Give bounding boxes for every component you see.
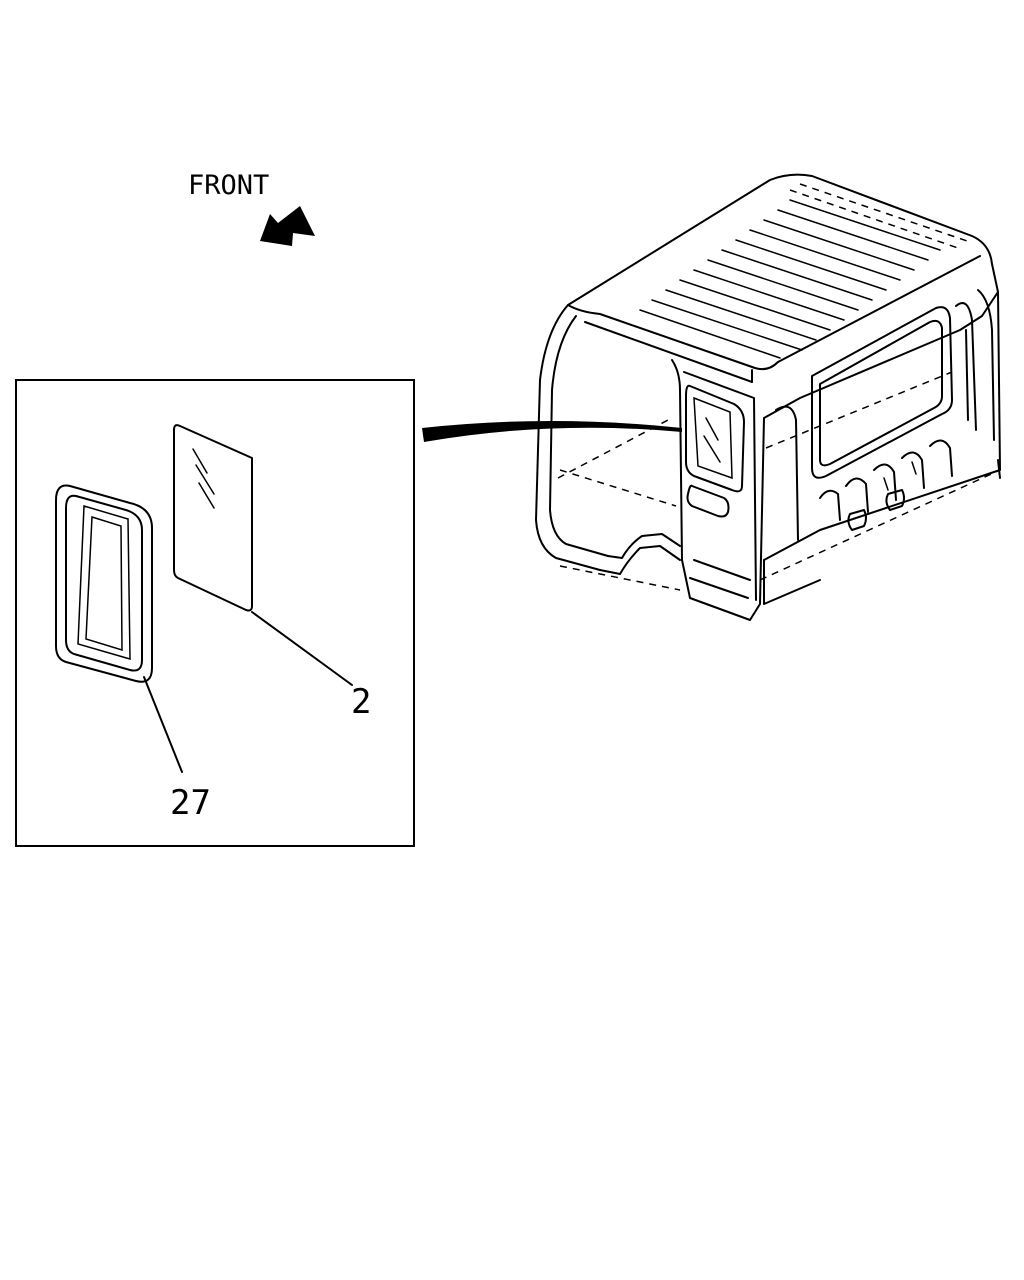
weatherstrip-part	[55, 484, 153, 683]
callout-leader	[422, 421, 682, 442]
glass-part	[173, 424, 253, 612]
detail-frame	[15, 379, 415, 847]
front-arrow-icon	[260, 206, 315, 246]
part-number-2: 2	[351, 682, 371, 722]
part-number-27: 27	[170, 783, 211, 823]
front-label: FRONT	[188, 170, 269, 201]
cab-body-illustration	[535, 173, 1001, 621]
leader-line-27	[143, 676, 183, 773]
leader-line-2	[251, 611, 353, 686]
